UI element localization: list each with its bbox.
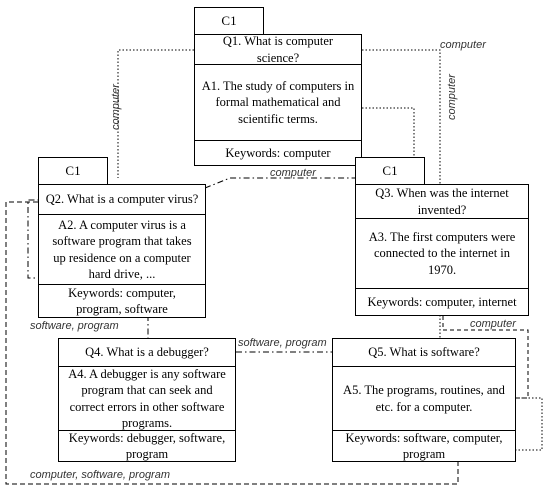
q5-question: Q5. What is software? (333, 339, 515, 367)
q3-keywords: Keywords: computer, internet (367, 294, 517, 309)
edge-label-q4-q5: software, program (238, 337, 327, 349)
edge-label-q2-q4: software, program (30, 320, 119, 332)
edge-q1-q2 (117, 49, 194, 178)
edge-label-q2-q3: computer (270, 167, 316, 179)
edge-q2-q5 (5, 201, 459, 485)
edge-label-q1-q5: computer (440, 39, 486, 51)
q3-question: Q3. When was the internet invented? (356, 185, 528, 219)
q1-card: Q1. What is computer science? A1. The st… (194, 34, 362, 166)
q2-tab: C1 (38, 157, 108, 185)
edge-label-q1-q3: computer (446, 74, 458, 120)
edge-label-q1-q2: computer (110, 84, 122, 130)
q1-question: Q1. What is computer science? (195, 34, 361, 65)
q4-question: Q4. What is a debugger? (59, 339, 235, 367)
q4-card: Q4. What is a debugger? A4. A debugger i… (58, 338, 236, 462)
q2-question: Q2. What is a computer virus? (39, 185, 205, 215)
q1-keywords: Keywords: computer (225, 145, 331, 160)
edge-label-q2-q5: computer, software, program (30, 469, 171, 481)
edge-q1-q3 (362, 107, 415, 178)
q3-card: Q3. When was the internet invented? A3. … (355, 184, 529, 316)
q2-answer: A2. A computer virus is a software progr… (39, 215, 205, 285)
q2-keywords: Keywords: computer, program, software (68, 285, 176, 316)
q5-answer: A5. The programs, routines, and etc. for… (333, 367, 515, 431)
q3-tab: C1 (355, 157, 425, 185)
q5-keywords: Keywords: software, computer, program (345, 430, 503, 461)
q2-card: Q2. What is a computer virus? A2. A comp… (38, 184, 206, 318)
q4-keywords: Keywords: debugger, software, program (68, 430, 226, 461)
q3-answer: A3. The first computers were connected t… (356, 219, 528, 289)
edge-q3-q5 (442, 316, 529, 399)
q5-card: Q5. What is software? A5. The programs, … (332, 338, 516, 462)
q1-answer: A1. The study of computers in formal mat… (195, 65, 361, 141)
q1-tab: C1 (194, 7, 264, 35)
edge-q2-q3 (204, 177, 355, 189)
edge-label-q3-q5: computer (470, 318, 516, 330)
q4-answer: A4. A debugger is any software program t… (59, 367, 235, 431)
edge-q2-q4 (27, 199, 125, 279)
